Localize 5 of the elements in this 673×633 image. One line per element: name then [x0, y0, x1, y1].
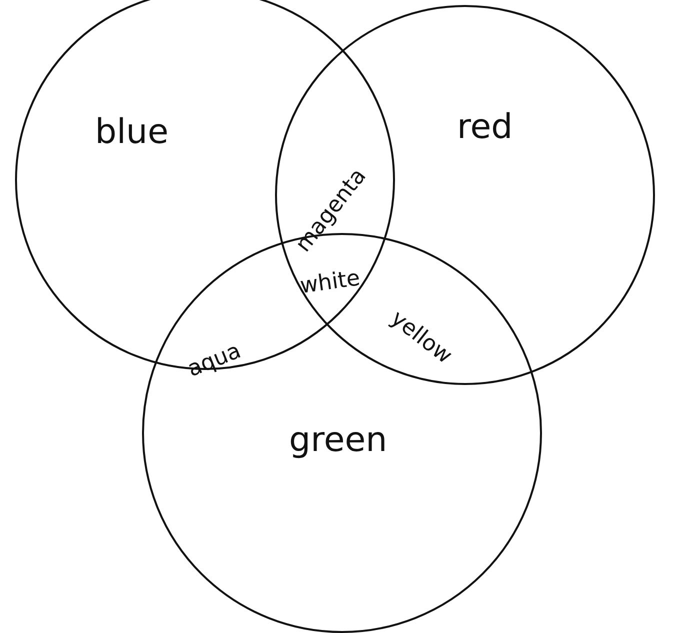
venn-circle	[275, 5, 655, 385]
region-label: white	[298, 266, 362, 300]
set-label: blue	[95, 112, 168, 152]
set-label: green	[289, 420, 388, 460]
set-label: red	[457, 107, 513, 147]
